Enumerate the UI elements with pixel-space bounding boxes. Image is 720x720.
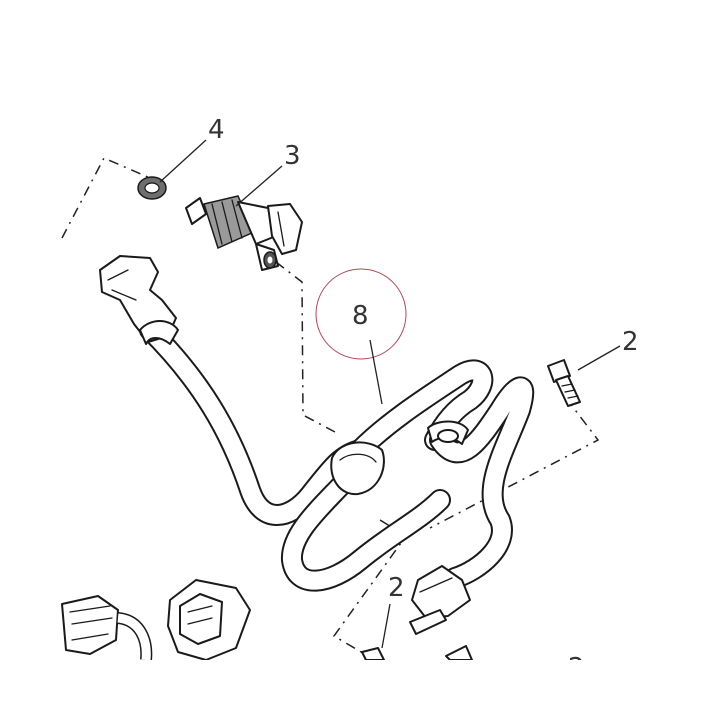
fuel-injector[interactable] [185,195,303,271]
bolt-upper[interactable] [547,359,581,407]
partial-connector-middle [167,579,251,661]
highlight-circle [315,268,407,360]
cutoff-label-mask [540,660,620,690]
callout-2-lower: 2 [388,573,405,603]
callout-2-upper: 2 [622,327,639,357]
callout-8: 8 [352,301,369,331]
o-ring-washer[interactable] [137,176,167,200]
assembly-lines [61,157,600,657]
wiring-harness[interactable] [99,255,535,661]
callout-4: 4 [208,115,225,145]
partial-connector-left [61,595,153,661]
leader-lines [159,139,621,649]
callout-3: 3 [284,141,301,171]
bolt-lower[interactable] [361,647,385,661]
